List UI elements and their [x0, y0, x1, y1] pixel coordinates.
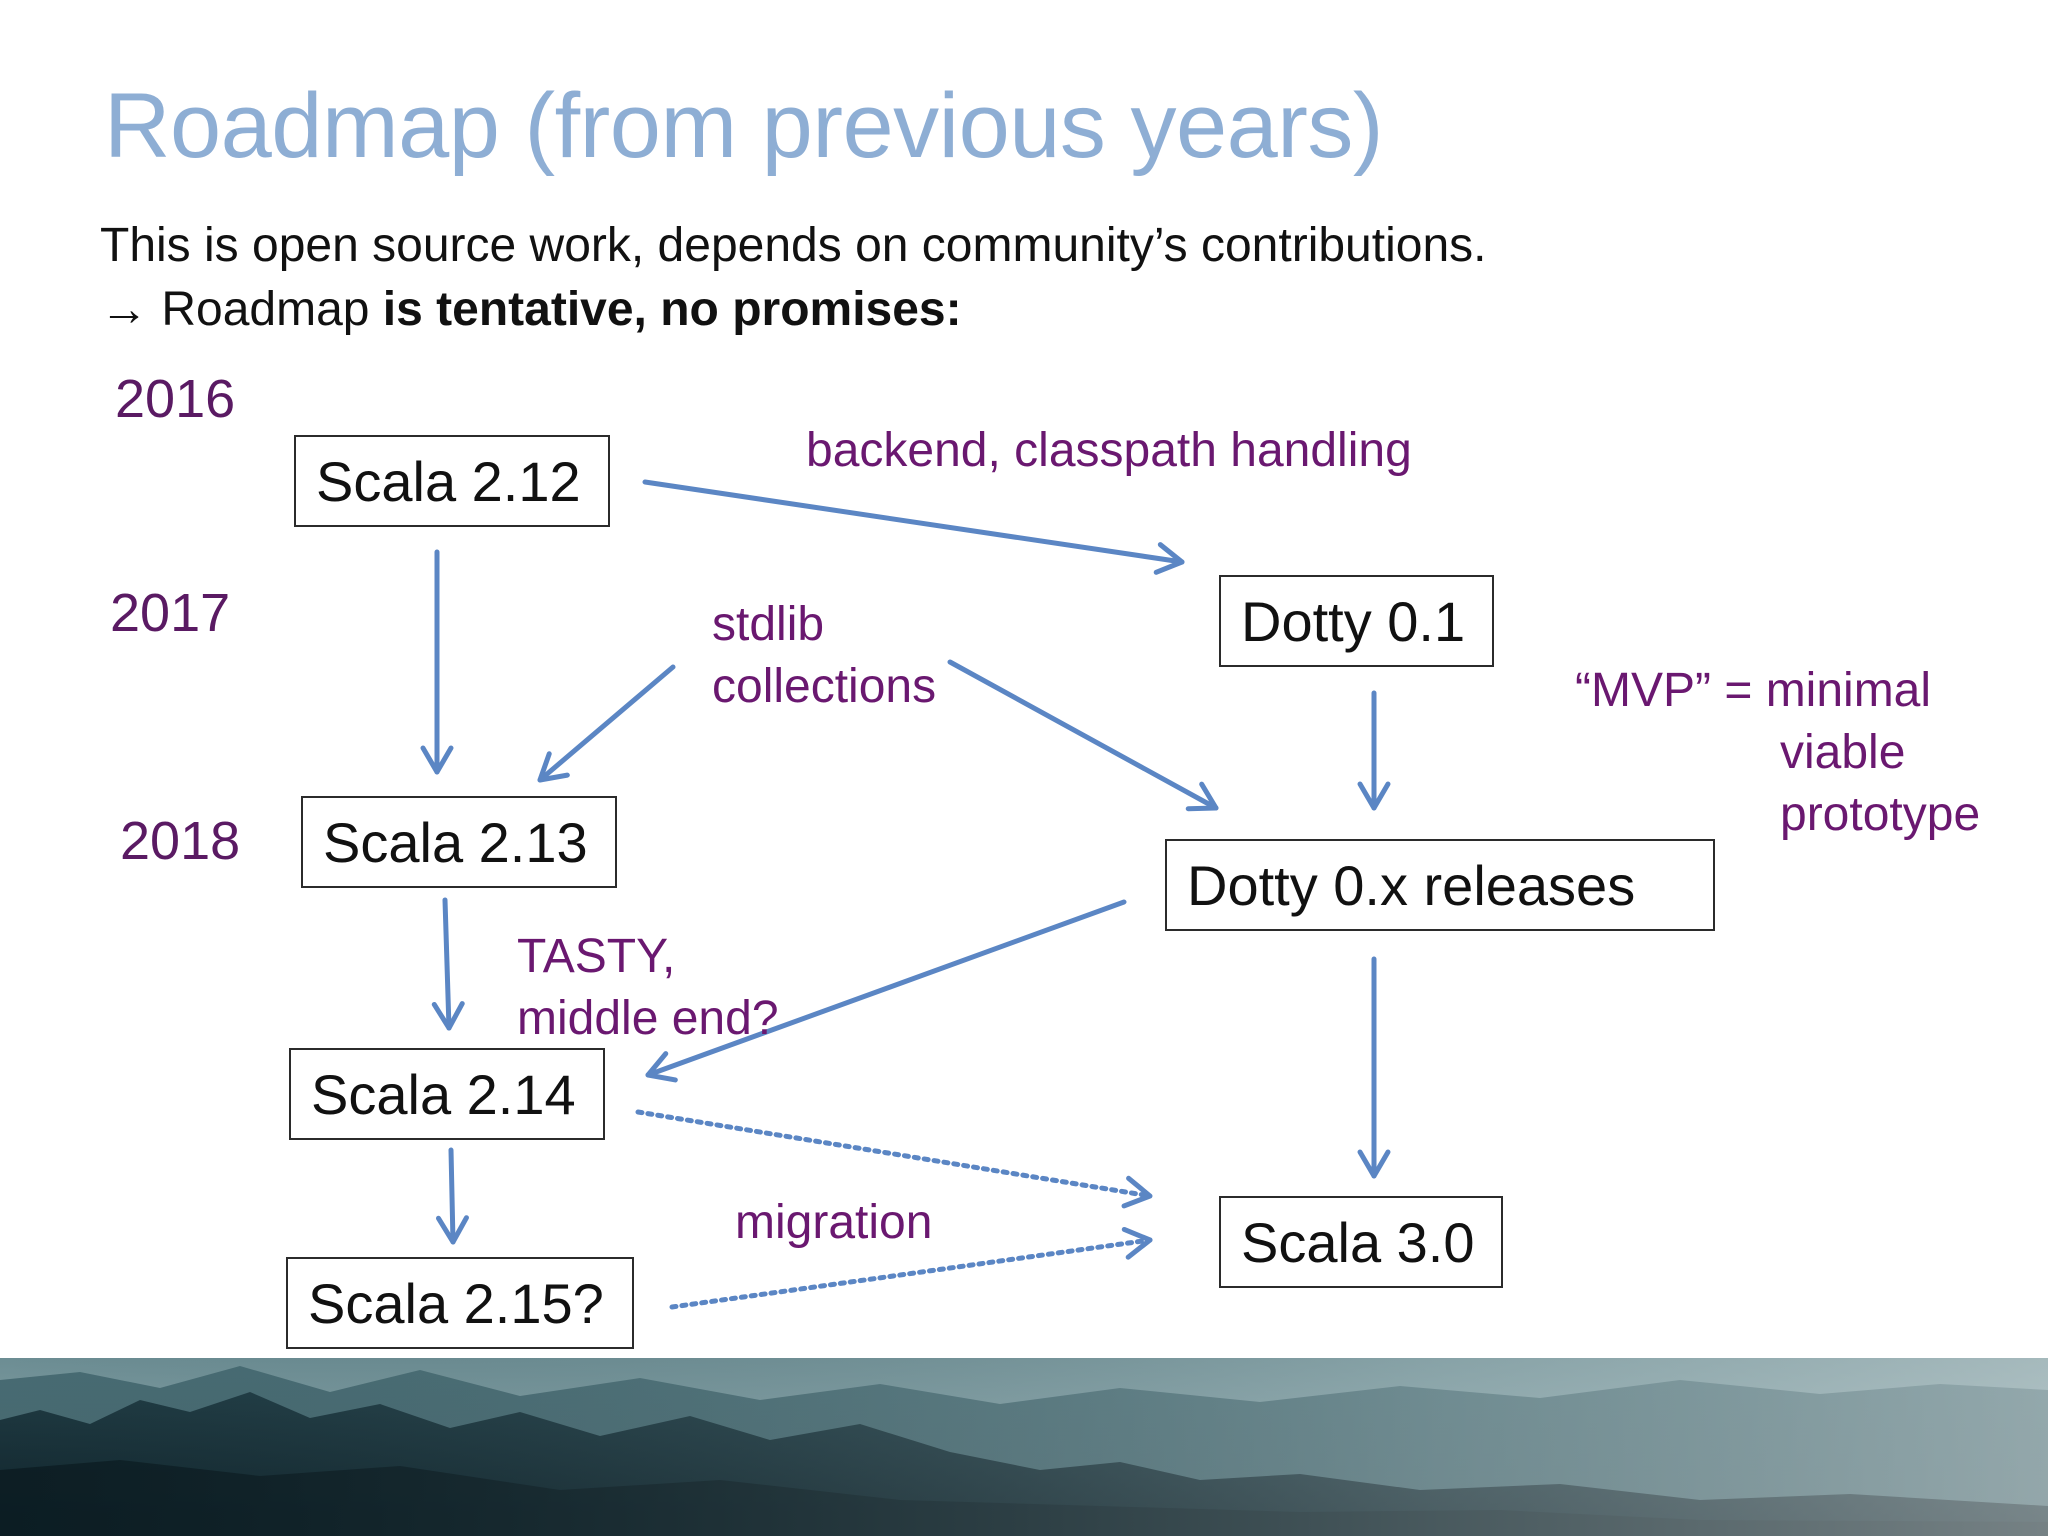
label-stdlib-line-2: collections: [712, 660, 937, 713]
intro-line-2: → Roadmap is tentative, no promises:: [100, 278, 1486, 342]
intro-line-2-bold: is tentative, no promises:: [382, 283, 962, 336]
node-scala-2-15: Scala 2.15?: [286, 1257, 634, 1349]
mvp-line-1: “MVP” = minimal: [1575, 660, 1931, 722]
arrow-stdlib-to-dotty0x: [947, 659, 1219, 812]
arrow-dotty0x-to-214: [645, 899, 1127, 1083]
arrow-212-to-dotty01: [642, 479, 1185, 575]
label-migration: migration: [735, 1196, 933, 1249]
year-2018: 2018: [120, 811, 241, 871]
mvp-word-minimal: minimal: [1765, 664, 1932, 717]
label-tasty-middle-end: TASTY, middle end?: [517, 926, 779, 1050]
mvp-prefix: “MVP” =: [1575, 664, 1766, 717]
label-tasty-line-2: middle end?: [517, 992, 779, 1045]
year-2016: 2016: [115, 369, 236, 429]
intro-line-2-plain: Roadmap: [148, 283, 383, 336]
node-dotty-0-x-releases: Dotty 0.x releases: [1165, 839, 1715, 931]
arrow-215-to-scala30-dotted: [669, 1226, 1153, 1310]
node-scala-2-12: Scala 2.12: [294, 435, 610, 527]
node-scala-2-13: Scala 2.13: [301, 796, 617, 888]
mvp-line-3: prototype: [1780, 788, 1981, 841]
arrow-214-to-215: [435, 1147, 469, 1245]
arrow-213-to-214: [431, 897, 465, 1031]
label-tasty-line-1: TASTY,: [517, 930, 676, 983]
slide-title: Roadmap (from previous years): [104, 75, 1384, 177]
node-scala-2-14: Scala 2.14: [289, 1048, 605, 1140]
label-backend-classpath: backend, classpath handling: [806, 424, 1412, 477]
arrow-214-to-scala30-dotted: [635, 1109, 1153, 1209]
node-scala-3-0: Scala 3.0: [1219, 1196, 1503, 1288]
label-stdlib-collections: stdlib collections: [712, 594, 936, 718]
node-dotty-0-1: Dotty 0.1: [1219, 575, 1494, 667]
intro-line-1: This is open source work, depends on com…: [100, 219, 1487, 272]
year-2017: 2017: [110, 583, 231, 643]
arrow-stdlib-to-213: [537, 664, 676, 783]
mvp-line-2: viable: [1780, 726, 1906, 779]
right-arrow-icon: →: [100, 283, 148, 336]
label-stdlib-line-1: stdlib: [712, 598, 825, 651]
intro-text: This is open source work, depends on com…: [100, 214, 1486, 342]
